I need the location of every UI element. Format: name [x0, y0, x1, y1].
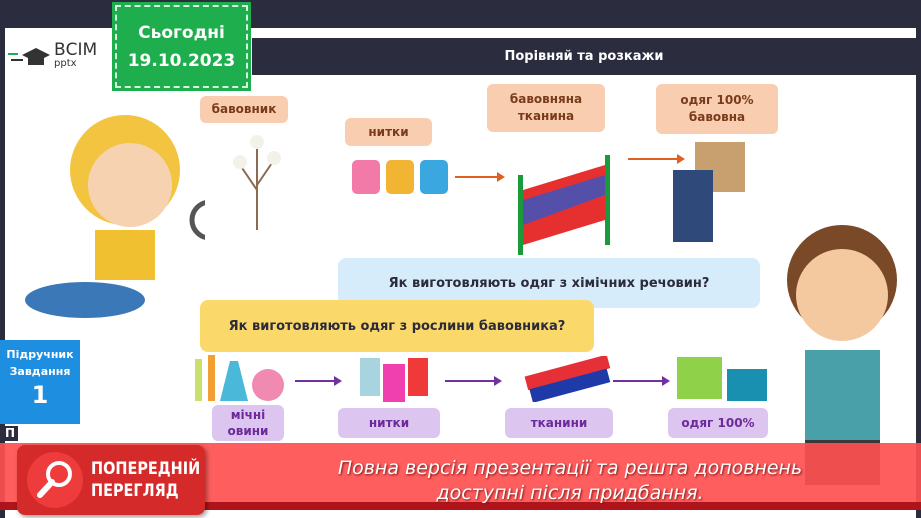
logo-word: ВСІМ	[54, 43, 97, 58]
arrow	[455, 176, 503, 178]
label-cotton-plant: бавовник	[200, 96, 288, 123]
speech-bubble-cotton: Як виготовляють одяг з рослини бавовника…	[200, 300, 594, 352]
label-cotton-fabric: бавовняна тканина	[487, 84, 605, 132]
yarn-spools-image	[350, 152, 450, 197]
task-line1: Підручник	[0, 346, 80, 363]
task-number: 1	[0, 380, 80, 410]
preview-line2: ПЕРЕГЛЯД	[91, 480, 200, 502]
fabric-loom-image	[515, 140, 615, 255]
shirt-and-jeans-image	[670, 140, 750, 245]
label-synthetic-clothes: одяг 100%	[668, 408, 768, 438]
graduation-cap-icon	[8, 43, 50, 69]
label-fabrics-synthetic: тканини	[505, 408, 613, 438]
preview-line1: ПОПЕРЕДНІЙ	[91, 458, 200, 480]
page-title: Порівняй та розкажи	[504, 49, 663, 64]
task-partial-label: П	[2, 426, 18, 441]
fabric-rolls-image	[505, 356, 615, 402]
label-cotton-clothes: одяг 100% бавовна	[656, 84, 778, 134]
today-date: 19.10.2023	[117, 47, 246, 75]
lab-flasks-image	[190, 355, 290, 403]
preview-badge: ПОПЕРЕДНІЙ ПЕРЕГЛЯД	[17, 445, 205, 515]
label-threads-synthetic: нитки	[338, 408, 440, 438]
arrow	[613, 380, 668, 382]
girl-with-magnifier-image	[15, 100, 205, 330]
magnifier-icon	[27, 452, 83, 508]
today-date-card: Сьогодні 19.10.2023	[115, 5, 248, 88]
today-label: Сьогодні	[117, 19, 246, 47]
banner-line1: Повна версія презентації та решта доповн…	[240, 456, 900, 481]
cotton-branch-image	[232, 130, 282, 230]
header-bar: Порівняй та розкажи	[252, 38, 916, 75]
textbook-task-button[interactable]: Підручник Завдання 1	[0, 340, 80, 424]
thread-spools-image	[355, 356, 435, 402]
task-line2: Завдання	[0, 363, 80, 380]
logo: ВСІМpptx	[8, 40, 113, 72]
tshirt-and-shorts-image	[672, 355, 772, 403]
label-threads: нитки	[345, 118, 432, 146]
banner-line2: доступні після придбання.	[240, 481, 900, 506]
label-chemicals: мічні овини	[212, 405, 284, 441]
arrow	[445, 380, 500, 382]
arrow	[295, 380, 340, 382]
banner-text: Повна версія презентації та решта доповн…	[240, 456, 900, 506]
